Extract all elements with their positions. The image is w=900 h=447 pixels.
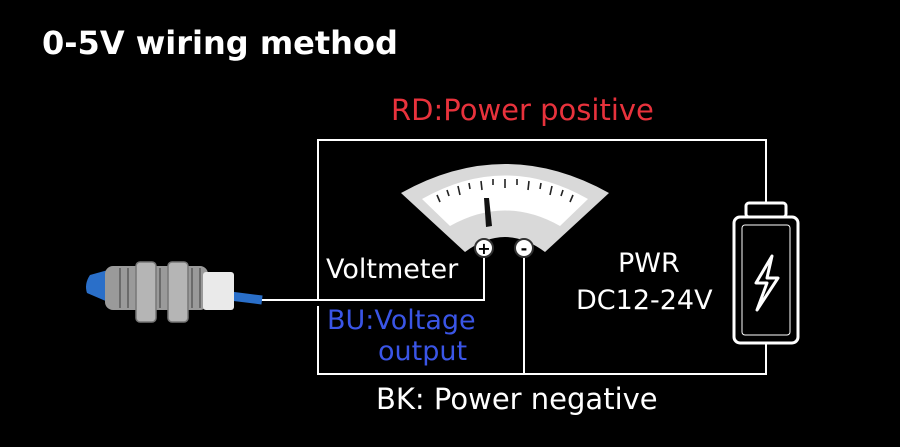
battery-inner <box>741 224 791 336</box>
plus-terminal <box>474 238 494 258</box>
red-wire-label: RD:Power positive <box>391 93 654 127</box>
voltmeter-label: Voltmeter <box>326 254 459 285</box>
blue-wire-label: BU:Voltage <box>327 305 476 336</box>
voltmeter-dial <box>422 175 588 226</box>
battery-body <box>732 215 800 345</box>
sensor-label-band <box>203 272 234 310</box>
sensor-nut-2 <box>167 261 189 323</box>
sensor-threads <box>119 268 201 308</box>
page-title: 0-5V wiring method <box>42 24 398 62</box>
power-voltage-label: DC12-24V <box>576 285 713 316</box>
black-wire-label: BK: Power negative <box>376 382 658 416</box>
proximity-sensor <box>86 261 263 323</box>
sensor-cable <box>229 291 263 305</box>
voltage-output-wire <box>258 250 485 301</box>
lightning-icon <box>754 254 780 312</box>
minus-terminal-label: - <box>521 239 528 258</box>
minus-terminal <box>514 238 534 258</box>
voltmeter: + - <box>401 164 609 258</box>
voltmeter-needle <box>484 198 492 227</box>
battery-icon <box>732 201 800 345</box>
dial-ticks <box>436 179 574 203</box>
positive-wire <box>317 139 767 300</box>
sensor-nut-1 <box>135 261 157 323</box>
blue-wire-label-line2: output <box>378 336 468 367</box>
power-return-wire <box>317 306 767 375</box>
sensor-cap <box>86 270 108 302</box>
power-label: PWR <box>618 248 680 279</box>
battery-cap <box>744 201 788 219</box>
plus-terminal-label: + <box>477 239 490 258</box>
circuit-wires <box>258 139 767 375</box>
